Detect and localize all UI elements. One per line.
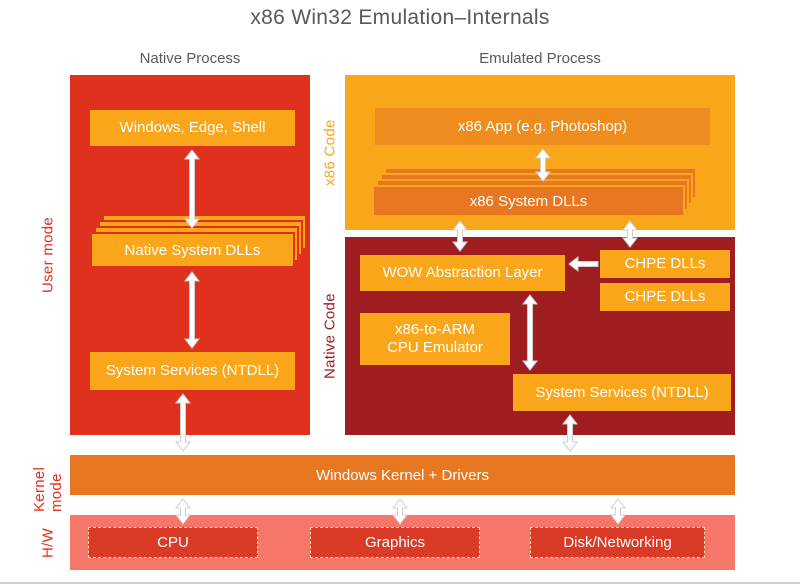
bottom-border: [0, 582, 800, 584]
cpu-emulator-line2: CPU Emulator: [387, 339, 483, 356]
x86-app-box: x86 App (e.g. Photoshop): [375, 108, 710, 145]
hardware-bar: CPU Graphics Disk/Networking: [70, 515, 735, 570]
native-system-services-box: System Services (NTDLL): [90, 352, 295, 390]
chpe-dlls-box-2: CHPE DLLs: [600, 283, 730, 311]
wow-abstraction-layer-box: WOW Abstraction Layer: [360, 255, 565, 291]
emulated-process-header: Emulated Process: [479, 50, 601, 67]
x86-system-dlls-stack: x86 System DLLs: [372, 167, 697, 217]
diagram-title: x86 Win32 Emulation–Internals: [250, 6, 550, 29]
cpu-box: CPU: [88, 527, 258, 558]
emulated-system-services-box: System Services (NTDLL): [513, 374, 731, 411]
windows-edge-shell-box: Windows, Edge, Shell: [90, 110, 295, 146]
cpu-emulator-box: x86-to-ARM CPU Emulator: [360, 313, 510, 365]
native-system-dlls-stack: Native System DLLs: [90, 214, 307, 268]
hw-mode-label: H/W: [39, 527, 57, 558]
x86-code-panel: x86 App (e.g. Photoshop) x86 System DLLs: [345, 75, 735, 230]
windows-kernel-bar: Windows Kernel + Drivers: [70, 455, 735, 495]
graphics-box: Graphics: [310, 527, 480, 558]
x86-code-label: x86 Code: [321, 119, 339, 186]
native-code-label: Native Code: [321, 293, 339, 379]
native-system-dlls-box: Native System DLLs: [90, 232, 295, 268]
kernel-mode-label: Kernel mode: [31, 466, 65, 512]
disk-networking-box: Disk/Networking: [530, 527, 705, 558]
user-mode-label: User mode: [39, 216, 57, 294]
native-code-panel: WOW Abstraction Layer CHPE DLLs CHPE DLL…: [345, 237, 735, 435]
native-process-panel: Windows, Edge, Shell Native System DLLs …: [70, 75, 310, 435]
chpe-dlls-box-1: CHPE DLLs: [600, 250, 730, 278]
cpu-emulator-line1: x86-to-ARM: [394, 321, 476, 338]
native-process-header: Native Process: [139, 50, 241, 67]
x86-system-dlls-box: x86 System DLLs: [372, 185, 685, 217]
